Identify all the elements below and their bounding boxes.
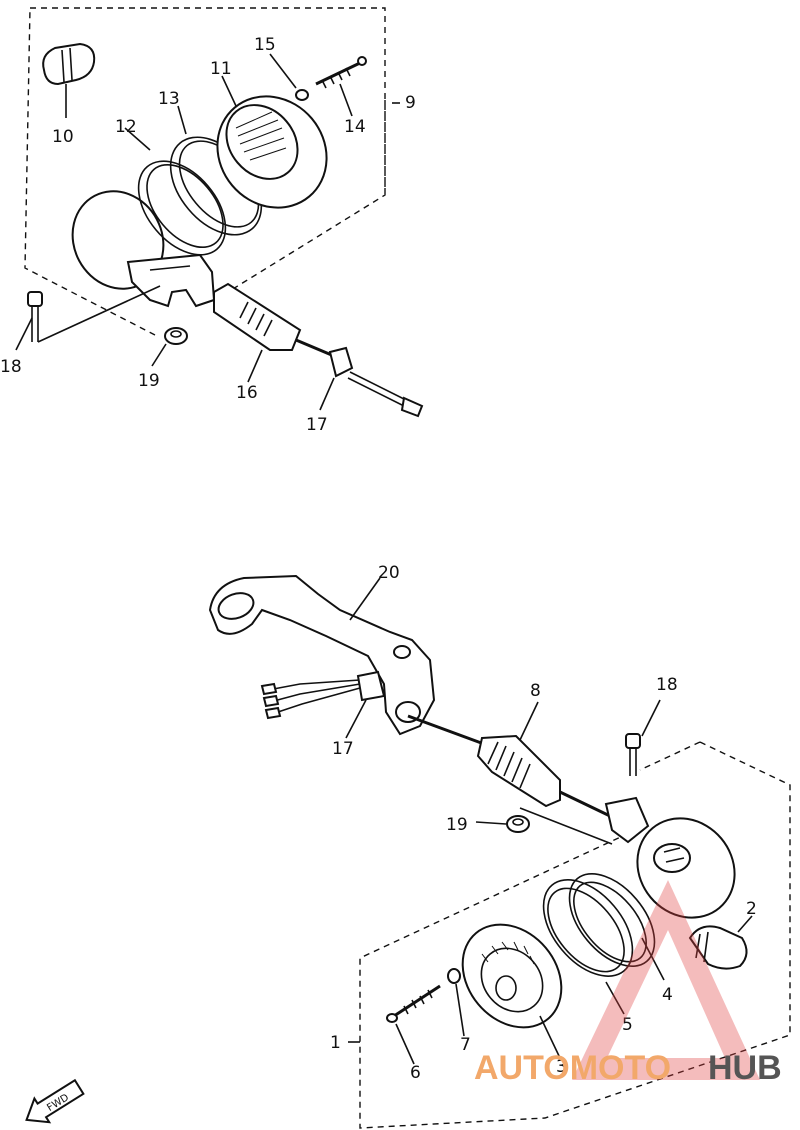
callout-1: 1 — [330, 1033, 341, 1053]
callout-18-lower: 18 — [656, 675, 678, 695]
stem-8 — [476, 701, 611, 818]
callout-11: 11 — [210, 59, 232, 79]
nut-19-lower — [475, 807, 613, 845]
lower-assembly-boundary — [359, 741, 791, 1129]
callout-2: 2 — [746, 899, 757, 919]
callout-10: 10 — [52, 127, 74, 147]
lens-3 — [461, 923, 563, 1059]
forward-direction-arrow: FWD — [25, 1078, 85, 1124]
ring-4 — [568, 873, 665, 981]
callout-6: 6 — [410, 1063, 421, 1083]
callout-17-upper: 17 — [306, 415, 328, 435]
nut-15 — [269, 53, 309, 101]
lower-turn-signal-assembly — [208, 574, 791, 1129]
mount-bracket-upper — [126, 253, 216, 308]
screw-6 — [386, 984, 441, 1065]
callout-5: 5 — [622, 1015, 633, 1035]
callout-4: 4 — [662, 985, 673, 1005]
callout-20: 20 — [378, 563, 400, 583]
wire-harness-lower — [260, 670, 386, 739]
callout-14: 14 — [344, 117, 366, 137]
nut-19-upper — [151, 327, 188, 367]
rod-lower — [407, 714, 485, 746]
housing-11 — [216, 75, 328, 209]
gasket-ring-12 — [124, 127, 227, 256]
callout-15: 15 — [254, 35, 276, 55]
watermark-text-auto-moto: AUTOMOTO — [474, 1049, 671, 1087]
screw-14 — [315, 56, 367, 117]
watermark-triangle — [572, 880, 760, 1080]
callout-19-upper: 19 — [138, 371, 160, 391]
bulb-2 — [688, 915, 753, 970]
callout-17-lower: 17 — [332, 739, 354, 759]
callout-7: 7 — [460, 1035, 471, 1055]
ring-5 — [542, 879, 634, 1015]
callout-16: 16 — [236, 383, 258, 403]
stem-16 — [213, 282, 335, 383]
callout-13: 13 — [158, 89, 180, 109]
callout-3: 3 — [556, 1057, 567, 1077]
bracket-20 — [208, 574, 436, 736]
washer-7 — [447, 968, 465, 1037]
callout-numbers: 9 10 11 12 13 14 15 16 17 18 19 20 8 18 … — [0, 35, 757, 1083]
grommet-17-upper — [319, 346, 424, 418]
callout-8: 8 — [530, 681, 541, 701]
watermark-text-hub: HUB — [708, 1049, 782, 1087]
upper-assembly-boundary — [24, 7, 386, 336]
housing-shell-lower — [604, 796, 736, 919]
watermark-logo: AUTOMOTO HUB — [474, 880, 782, 1087]
bulb-10 — [42, 42, 96, 118]
callout-12: 12 — [115, 117, 137, 137]
callout-18-upper: 18 — [0, 357, 22, 377]
callout-19-lower: 19 — [446, 815, 468, 835]
callout-9: 9 — [405, 93, 416, 113]
screw-18-lower — [625, 699, 661, 776]
screw-18-upper — [15, 285, 161, 351]
upper-turn-signal-assembly — [15, 7, 424, 418]
